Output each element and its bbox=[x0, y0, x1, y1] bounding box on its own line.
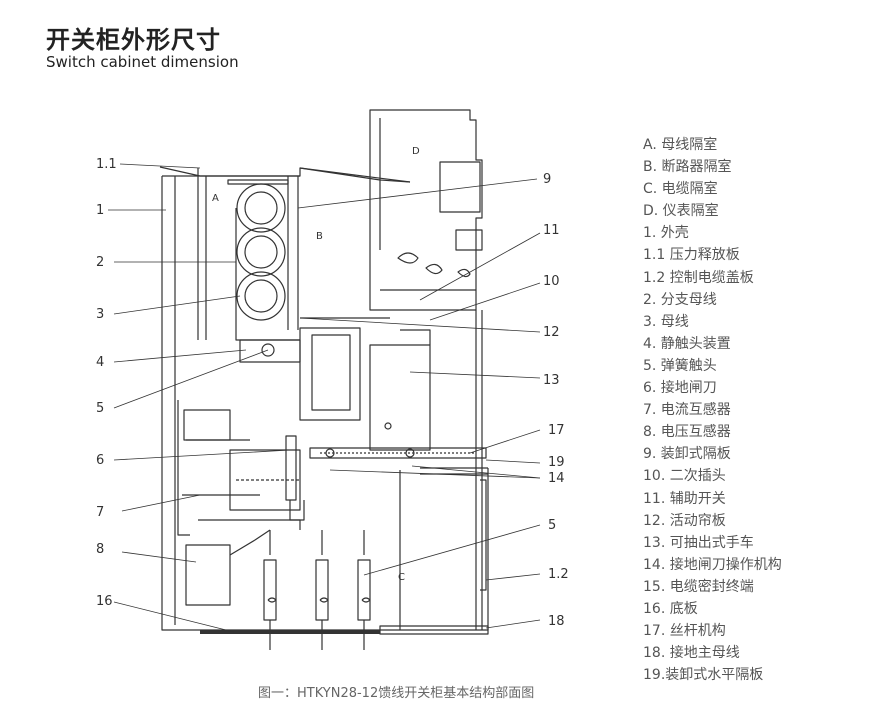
callout-3: 3 bbox=[96, 307, 104, 322]
legend-item: A. 母线隔室 bbox=[643, 137, 718, 153]
callout-12: 12 bbox=[543, 325, 560, 340]
callout-1: 1 bbox=[96, 203, 104, 218]
callout-1-2: 1.2 bbox=[548, 567, 569, 582]
zone-label-a: A bbox=[212, 193, 219, 204]
busbar-bottom bbox=[236, 271, 286, 321]
legend-item: 13. 可抽出式手车 bbox=[643, 534, 754, 551]
callout-13: 13 bbox=[543, 373, 560, 388]
legend-item: B. 断路器隔室 bbox=[643, 159, 732, 176]
legend-item: 19.装卸式水平隔板 bbox=[643, 667, 764, 684]
page-title: 开关柜外形尺寸 bbox=[46, 26, 221, 54]
cable-terminations bbox=[263, 530, 371, 650]
static-contact bbox=[239, 339, 301, 363]
legend-item: 11. 辅助开关 bbox=[643, 490, 726, 507]
legend-item: C. 电缆隔室 bbox=[643, 181, 718, 198]
legend-item: 14. 接地闸刀操作机构 bbox=[643, 556, 782, 573]
callout-7: 7 bbox=[96, 505, 104, 520]
callout-19: 19 bbox=[548, 455, 565, 470]
callout-5: 5 bbox=[96, 401, 104, 416]
legend-item: 4. 静触头装置 bbox=[643, 335, 731, 352]
voltage-transformer bbox=[185, 544, 231, 606]
screw-mechanism bbox=[309, 447, 487, 459]
component-legend: A. 母线隔室 B. 断路器隔室 C. 电缆隔室 D. 仪表隔室 1. 外壳 1… bbox=[643, 134, 883, 686]
current-transformer bbox=[229, 449, 301, 511]
legend-item: 5. 弹簧触头 bbox=[643, 357, 717, 374]
callout-17: 17 bbox=[548, 423, 565, 438]
callout-8: 8 bbox=[96, 542, 104, 557]
legend-item: 1.1 压力释放板 bbox=[643, 247, 740, 264]
pressure-relief-plate bbox=[159, 166, 411, 183]
legend-item: 2. 分支母线 bbox=[643, 291, 717, 308]
legend-item: 10. 二次插头 bbox=[643, 468, 726, 485]
callout-16: 16 bbox=[96, 594, 113, 609]
figure-caption: 图一：HTKYN28-12馈线开关柜基本结构部面图 bbox=[258, 686, 535, 701]
page-subtitle: Switch cabinet dimension bbox=[46, 53, 239, 71]
zone-label-d: D bbox=[412, 146, 420, 157]
enclosure-outline bbox=[161, 167, 489, 631]
callout-6: 6 bbox=[96, 453, 104, 468]
callout-14: 14 bbox=[548, 471, 565, 486]
legend-item: 3. 母线 bbox=[643, 313, 689, 330]
instrument-compartment bbox=[369, 109, 483, 311]
legend-item: 16. 底板 bbox=[643, 600, 698, 617]
callout-1-1: 1.1 bbox=[96, 157, 117, 172]
callout-10: 10 bbox=[543, 274, 560, 289]
callout-9: 9 bbox=[543, 172, 551, 187]
callout-18: 18 bbox=[548, 614, 565, 629]
legend-item: 1. 外壳 bbox=[643, 225, 689, 242]
callout-11: 11 bbox=[543, 223, 560, 238]
legend-item: 12. 活动帘板 bbox=[643, 512, 726, 529]
withdrawable-truck bbox=[369, 344, 431, 451]
callout-4: 4 bbox=[96, 355, 104, 370]
busbar-middle bbox=[236, 227, 286, 277]
legend-item: 6. 接地闸刀 bbox=[643, 380, 717, 397]
callout-2: 2 bbox=[96, 255, 104, 270]
legend-item: 15. 电缆密封终端 bbox=[643, 578, 754, 595]
legend-item: 1.2 控制电缆盖板 bbox=[643, 269, 754, 286]
callout-5-right: 5 bbox=[548, 518, 556, 533]
legend-item: 9. 装卸式隔板 bbox=[643, 446, 731, 463]
legend-item: 8. 电压互感器 bbox=[643, 424, 731, 441]
zone-label-b: B bbox=[316, 231, 323, 242]
legend-item: 17. 丝杆机构 bbox=[643, 623, 726, 640]
earthing-busbar bbox=[379, 625, 489, 635]
busbar-top bbox=[236, 183, 286, 233]
zone-label-c: C bbox=[398, 572, 405, 583]
legend-item: 7. 电流互感器 bbox=[643, 402, 731, 419]
legend-item: D. 仪表隔室 bbox=[643, 203, 719, 220]
legend-item: 18. 接地主母线 bbox=[643, 645, 740, 662]
